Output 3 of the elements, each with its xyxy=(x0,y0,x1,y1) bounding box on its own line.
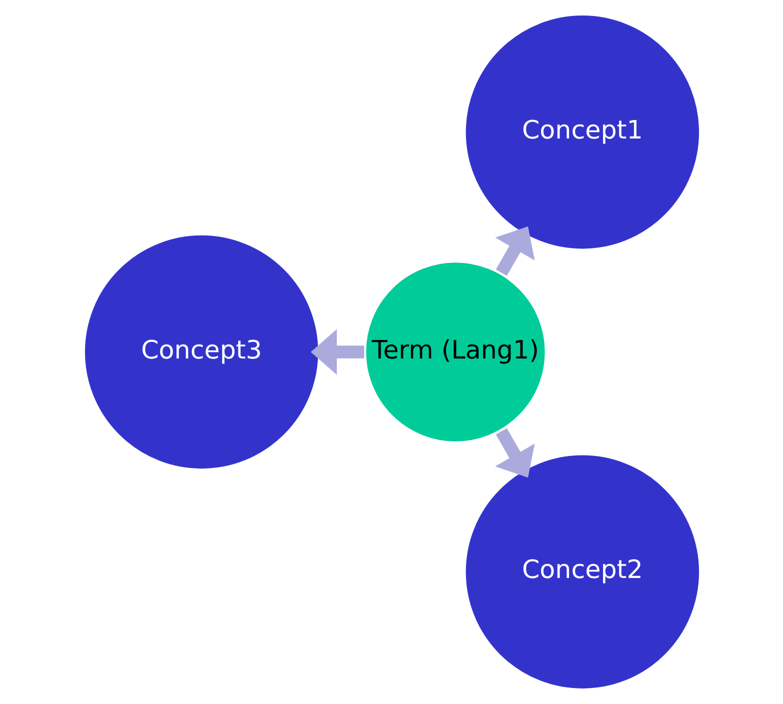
arrow xyxy=(310,329,364,375)
arrow xyxy=(494,226,534,276)
arrow xyxy=(494,428,534,478)
